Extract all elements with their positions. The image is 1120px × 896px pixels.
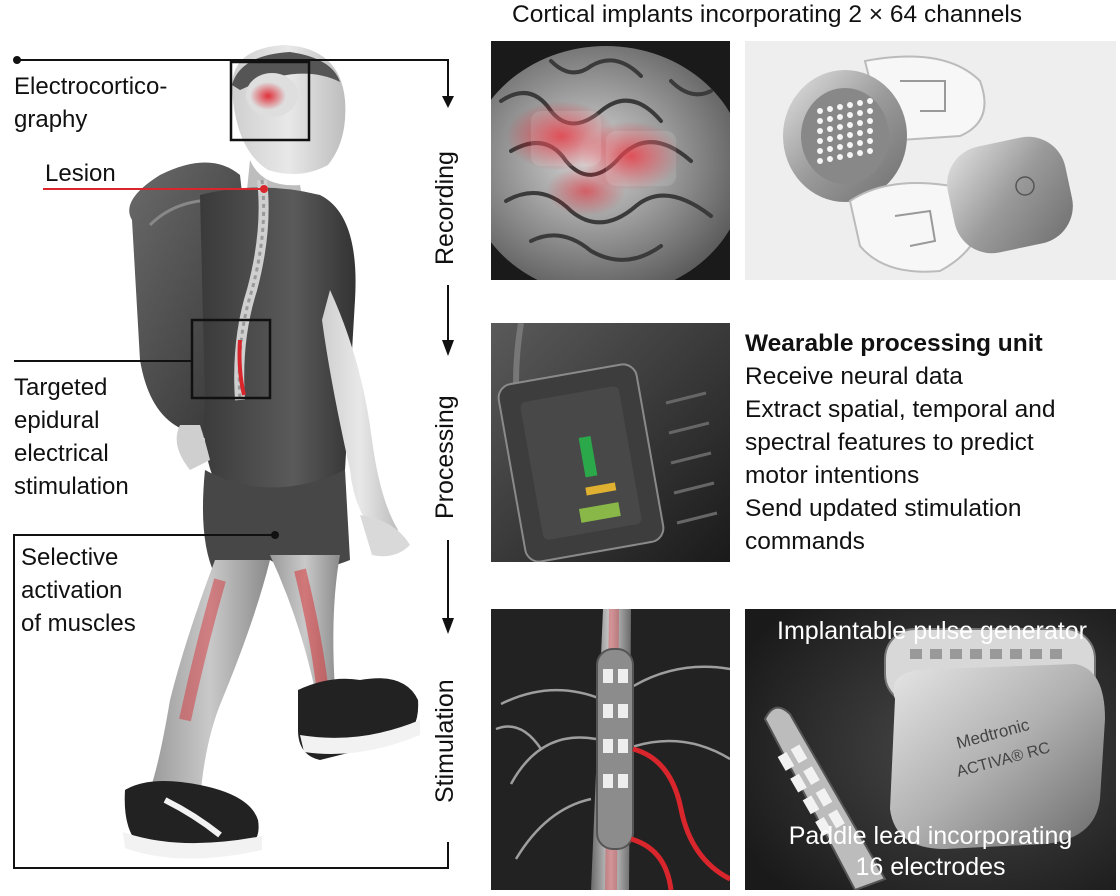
ecog-callout xyxy=(13,56,454,142)
figure-title: Cortical implants incorporating 2 × 64 c… xyxy=(512,1,1023,28)
wearable-line: spectral features to predict xyxy=(745,429,1034,456)
muscle-callout xyxy=(13,531,449,869)
lesion-label: Lesion xyxy=(45,160,116,187)
stage-arrows xyxy=(442,285,454,634)
stage-stimulation: Stimulation xyxy=(431,679,459,803)
stimulation-callout xyxy=(14,318,272,400)
wearable-unit-heading: Wearable processing unit xyxy=(745,330,1043,357)
stage-recording: Recording xyxy=(431,151,459,265)
targeted-stimulation-label: Targeted epidural electrical stimulation xyxy=(14,374,129,500)
pulse-generator-photo: Medtronic ACTIVA® RC Implantable pulse g… xyxy=(745,609,1116,890)
spinal-paddle-photo xyxy=(491,609,730,890)
lesion-callout xyxy=(43,185,268,193)
ecog-label: Electrocortico- graphy xyxy=(14,73,168,133)
cortical-implant-photo xyxy=(745,41,1116,280)
wearable-line: commands xyxy=(745,528,865,555)
electrode-grid-icon xyxy=(817,98,873,164)
wearable-line: motor intentions xyxy=(745,462,920,489)
walking-person-illustration xyxy=(13,45,454,869)
wearable-line: Extract spatial, temporal and xyxy=(745,396,1056,423)
stage-processing: Processing xyxy=(431,395,459,519)
wearable-line: Receive neural data xyxy=(745,363,963,390)
spinal-cord xyxy=(234,179,269,401)
wearable-unit-description: Wearable processing unit Receive neural … xyxy=(745,327,1115,558)
head xyxy=(231,45,346,174)
sneakers xyxy=(123,678,420,859)
muscle-activation-label: Selective activation of muscles xyxy=(21,544,136,637)
processing-unit-photo xyxy=(491,323,730,562)
wearable-line: Send updated stimulation xyxy=(745,495,1022,522)
legs xyxy=(150,555,340,800)
brain-implant-photo xyxy=(491,41,730,280)
paddle-lead-caption: Paddle lead incorporating 16 electrodes xyxy=(788,822,1073,881)
ipg-title: Implantable pulse generator xyxy=(777,617,1087,645)
